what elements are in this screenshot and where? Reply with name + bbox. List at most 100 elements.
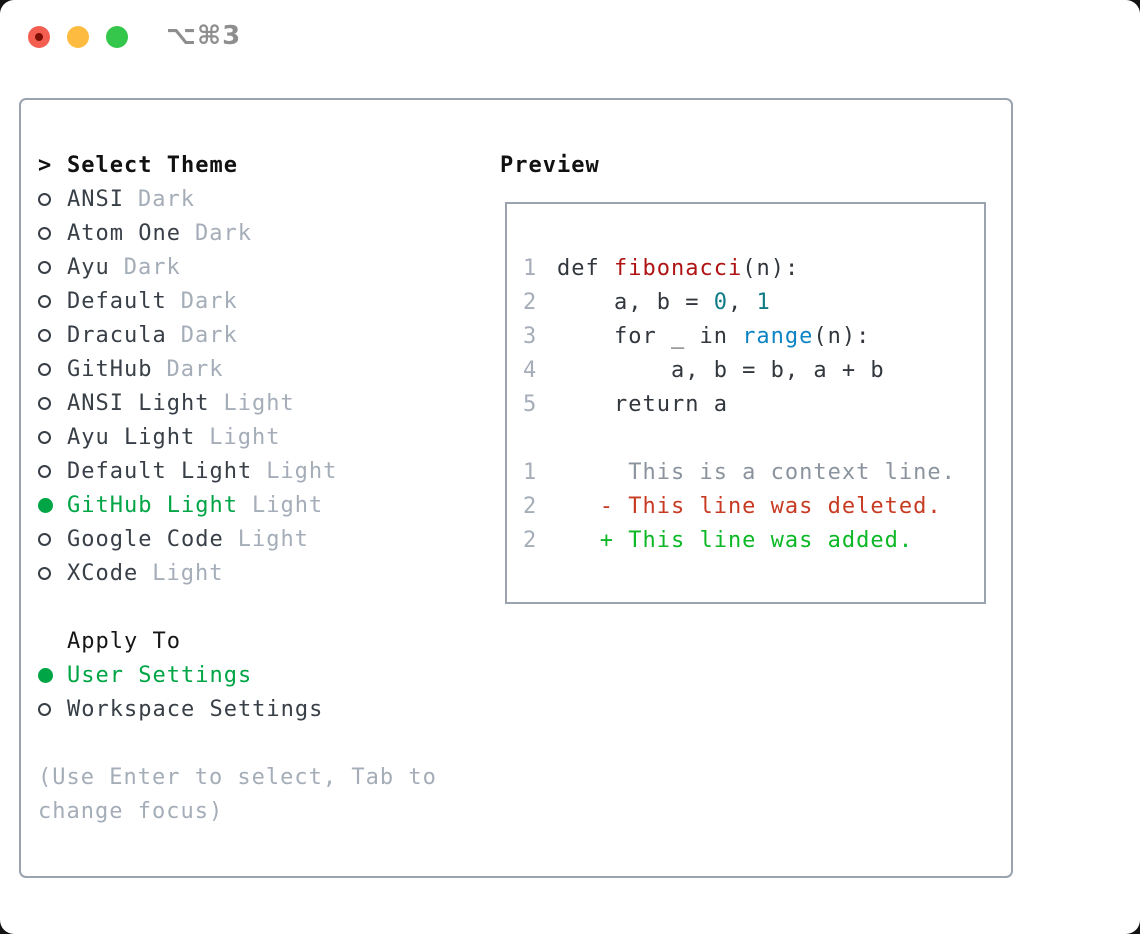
- theme-variant-tag: Light: [251, 492, 324, 518]
- code-segment-code: def: [557, 255, 614, 281]
- theme-option-ayu-light[interactable]: Ayu Light Light: [38, 420, 488, 454]
- code-segment-number: 0: [713, 289, 728, 315]
- theme-variant-tag: Dark: [166, 356, 224, 382]
- line-content: a, b = b, a + b: [557, 358, 885, 383]
- apply-option-label: User Settings: [67, 662, 253, 688]
- radio-col: [38, 702, 67, 716]
- radio-selected-icon: [38, 497, 53, 513]
- code-segment-code: for _ in: [557, 323, 743, 349]
- code-line: 4 a, b = b, a + b: [523, 353, 984, 387]
- apply-option-label: Workspace Settings: [67, 696, 324, 722]
- radio-icon: [38, 702, 51, 716]
- line-number: 1: [523, 255, 538, 281]
- line-content: for _ in range(n):: [557, 324, 870, 349]
- line-number: 2: [523, 289, 538, 315]
- radio-icon: [38, 328, 51, 342]
- radio-icon: [38, 192, 51, 206]
- theme-variant-tag: Dark: [194, 220, 252, 246]
- radio-col: [38, 260, 67, 274]
- hint-line-2: change focus): [38, 798, 224, 824]
- theme-label: Google Code: [67, 526, 224, 552]
- unsaved-dot-icon: [35, 33, 43, 41]
- radio-selected-icon: [38, 667, 53, 683]
- apply-option-user-settings[interactable]: User Settings: [38, 658, 488, 692]
- radio-col: [38, 226, 67, 240]
- window-titlebar: ⌥⌘3: [0, 0, 1140, 74]
- code-segment-function: fibonacci: [613, 255, 743, 281]
- radio-col: [38, 464, 67, 478]
- radio-icon: [38, 532, 51, 546]
- line-number: 4: [523, 357, 538, 383]
- theme-picker-header: >Select Theme: [38, 148, 488, 182]
- radio-col: [38, 532, 67, 546]
- radio-col: [38, 430, 67, 444]
- theme-variant-tag: Light: [209, 424, 281, 450]
- code-segment-code: a, b = b, a + b: [557, 357, 885, 383]
- radio-icon: [38, 464, 51, 478]
- theme-variant-tag: Light: [152, 560, 224, 586]
- radio-icon: [38, 396, 51, 410]
- theme-label: Ayu: [67, 254, 110, 280]
- radio-icon: [38, 226, 51, 240]
- blank-line: [523, 421, 984, 455]
- spacer: [38, 590, 488, 624]
- minimize-button[interactable]: [67, 26, 89, 48]
- theme-label: ANSI Light: [67, 390, 210, 416]
- preview-section: Preview: [500, 148, 600, 182]
- theme-variant-tag: Dark: [180, 288, 238, 314]
- radio-col: [38, 192, 67, 206]
- radio-icon: [38, 260, 51, 274]
- code-segment-code: a, b =: [557, 289, 714, 315]
- line-number: 2: [523, 527, 538, 553]
- code-line: 1 This is a context line.: [523, 455, 984, 489]
- code-line: 2 - This line was deleted.: [523, 489, 984, 523]
- line-number: 1: [523, 459, 538, 485]
- radio-col: [38, 667, 67, 683]
- window-controls: [28, 26, 128, 48]
- line-content: a, b = 0, 1: [557, 290, 771, 315]
- code-line: 3 for _ in range(n):: [523, 319, 984, 353]
- theme-picker-title: Select Theme: [67, 152, 238, 178]
- code-segment-context: This is a context line.: [557, 459, 956, 485]
- code-line: 5 return a: [523, 387, 984, 421]
- theme-variant-tag: Dark: [137, 186, 195, 212]
- close-button[interactable]: [28, 26, 50, 48]
- radio-col: [38, 328, 67, 342]
- preview-title: Preview: [500, 152, 600, 178]
- theme-label: Ayu Light: [67, 424, 196, 450]
- radio-icon: [38, 430, 51, 444]
- code-segment-code: ,: [727, 289, 757, 315]
- radio-icon: [38, 294, 51, 308]
- code-segment-code: (n):: [742, 255, 800, 281]
- theme-variant-tag: Light: [223, 390, 295, 416]
- apply-option-workspace-settings[interactable]: Workspace Settings: [38, 692, 488, 726]
- radio-icon: [38, 566, 51, 580]
- radio-col: [38, 294, 67, 308]
- code-segment-code: (n):: [813, 323, 871, 349]
- code-line: 2 + This line was added.: [523, 523, 984, 557]
- line-number: 2: [523, 493, 538, 519]
- code-line: 1 def fibonacci(n):: [523, 251, 984, 285]
- code-segment-builtin: range: [742, 323, 814, 349]
- radio-icon: [38, 362, 51, 376]
- radio-col: [38, 396, 67, 410]
- theme-option-ansi-light[interactable]: ANSI Light Light: [38, 386, 488, 420]
- code-segment-number: 1: [756, 289, 771, 315]
- line-content: This is a context line.: [557, 460, 956, 485]
- apply-to-title: Apply To: [67, 628, 181, 654]
- zoom-button[interactable]: [106, 26, 128, 48]
- spacer: [38, 726, 488, 760]
